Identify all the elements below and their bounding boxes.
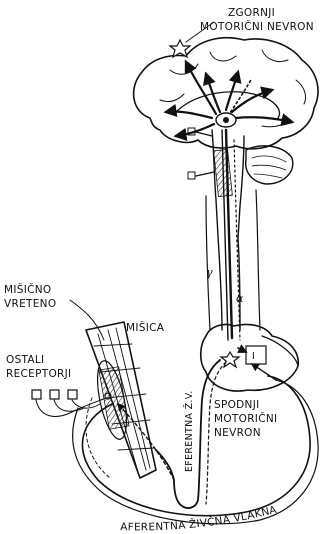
lower-motor-neuron-label-3: NEVRON	[214, 427, 261, 439]
spinal-segment: I	[201, 324, 299, 391]
muscle-spindle-label-1: MIŠIČNO	[4, 283, 51, 296]
other-receptors-label-1: OSTALI	[6, 354, 44, 366]
upper-motor-neuron-label-2: MOTORIČNI NEVRON	[200, 20, 314, 33]
afferent-fibers-label: AFERENTNA ŽIVČNA VLAKNA	[120, 504, 279, 534]
muscle	[86, 322, 156, 478]
lower-motor-neuron-label-1: SPODNJI	[214, 399, 260, 411]
muscle-label: MIŠICA	[126, 321, 165, 334]
upper-motor-neuron-label-1: ZGORNJI	[228, 7, 275, 19]
other-receptors-label-2: RECEPTORJI	[6, 368, 71, 380]
other-receptors	[32, 390, 106, 416]
afferent-fibers-label-text: AFERENTNA ŽIVČNA VLAKNA	[120, 504, 279, 534]
brainstem	[188, 128, 244, 238]
alpha-label: α	[236, 292, 244, 305]
lower-motor-neuron-label-2: MOTORIČNI	[214, 412, 277, 425]
cerebellum	[246, 146, 293, 184]
efferent-nerve	[118, 360, 226, 508]
muscle-spindle-label-2: VRETENO	[4, 298, 56, 310]
efferent-nerve-label: EFERENTNA Ž.V.	[183, 390, 195, 472]
interneuron-box-label: I	[252, 351, 255, 362]
upper-motor-neuron	[166, 40, 292, 136]
gamma-label: γ	[206, 266, 213, 279]
